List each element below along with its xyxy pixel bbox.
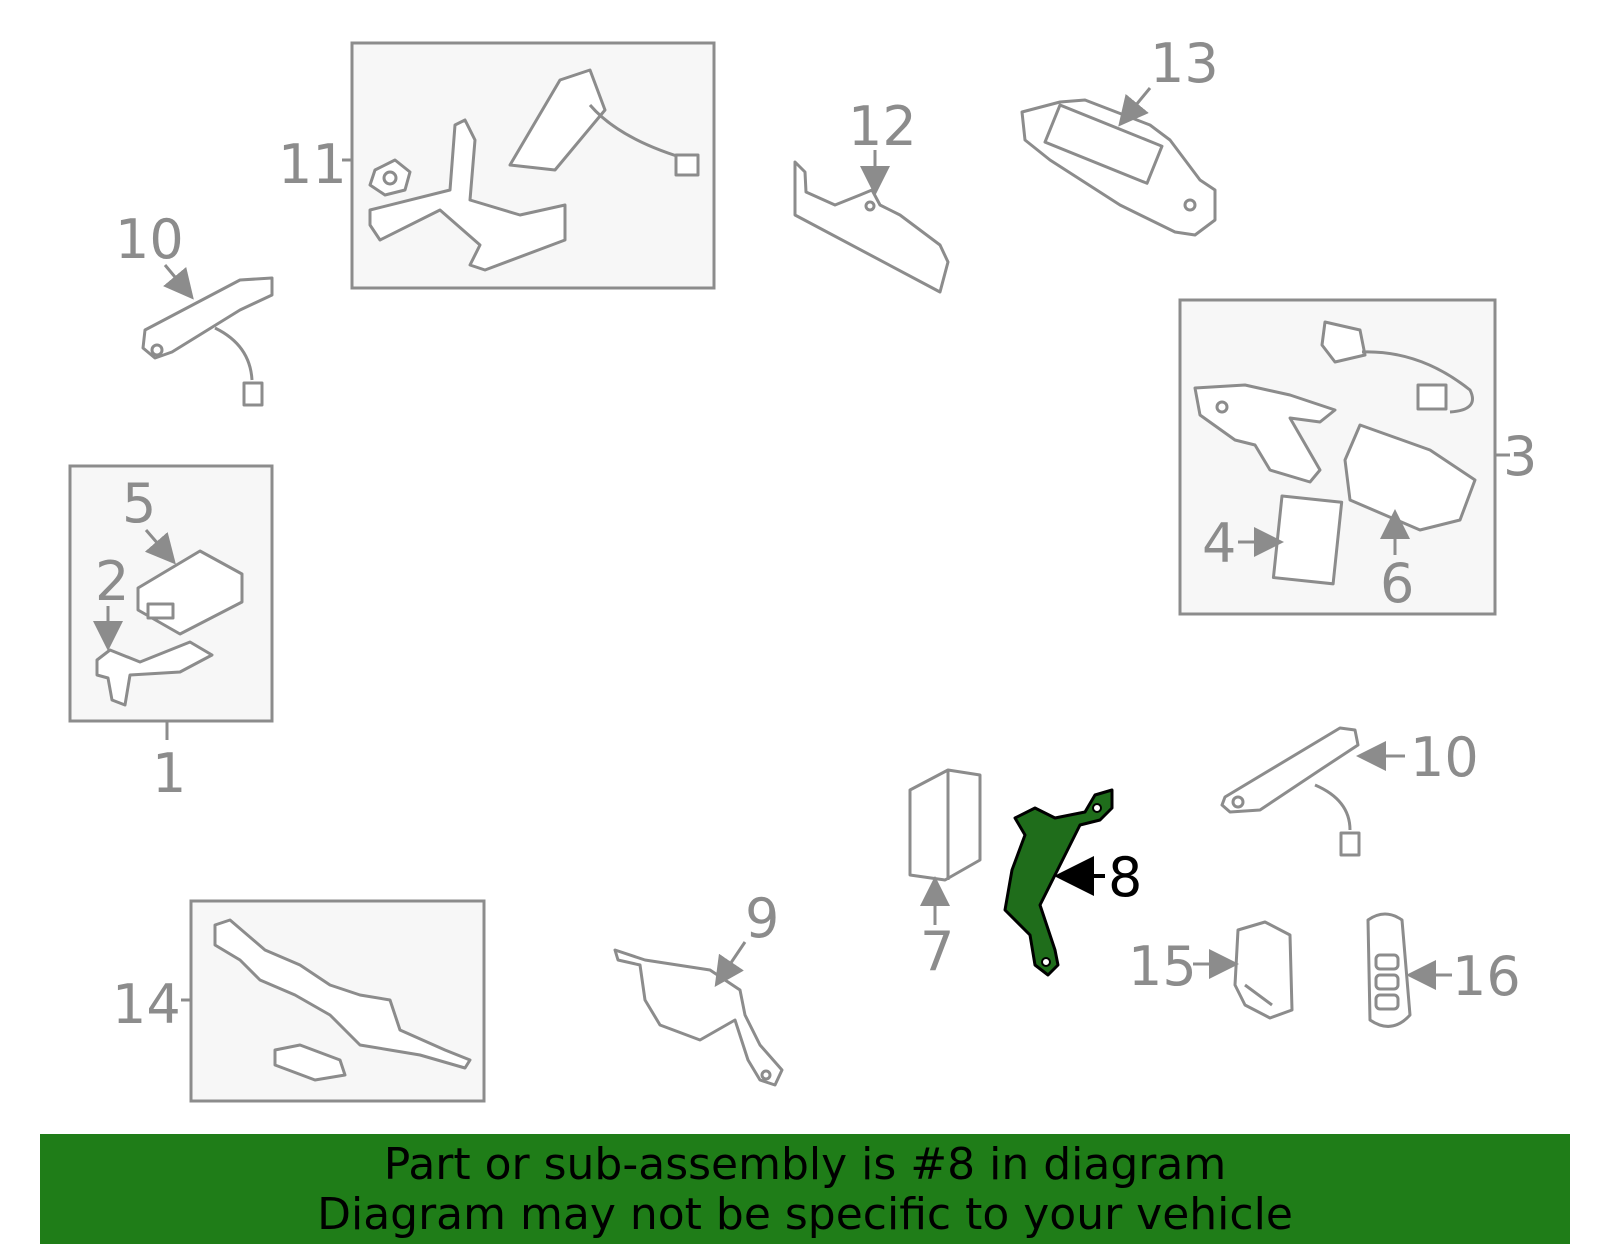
callout-10-right: 10 (1410, 726, 1479, 789)
callout-6: 6 (1380, 552, 1414, 615)
part-10-antenna-left (141, 276, 274, 407)
part-9-bracket (613, 948, 784, 1087)
callout-15: 15 (1128, 935, 1197, 998)
callout-4: 4 (1202, 512, 1236, 575)
part-1-assembly (68, 464, 274, 723)
callout-16: 16 (1452, 945, 1521, 1008)
callout-14: 14 (112, 973, 181, 1036)
callout-1: 1 (152, 742, 186, 805)
callout-12: 12 (848, 95, 917, 158)
part-16-smart-key (1366, 912, 1412, 1028)
part-11-assembly (350, 41, 716, 290)
banner-line-1: Part or sub-assembly is #8 in diagram (383, 1139, 1227, 1190)
banner-line-2: Diagram may not be specific to your vehi… (317, 1189, 1293, 1240)
part-14-assembly (189, 899, 486, 1103)
part-7-module (908, 768, 982, 882)
part-12-bracket (793, 160, 950, 294)
callout-8: 8 (1108, 846, 1142, 909)
callout-11: 11 (278, 133, 347, 196)
callout-2: 2 (95, 550, 129, 613)
part-3-assembly (1178, 298, 1497, 616)
part-10-antenna-right (1220, 726, 1361, 857)
callout-3: 3 (1503, 425, 1537, 488)
callout-5: 5 (122, 472, 156, 535)
callout-13: 13 (1150, 32, 1219, 95)
part-8-bracket-highlighted (1003, 788, 1114, 977)
part-13-antenna (1020, 98, 1217, 237)
callout-10-left: 10 (115, 208, 184, 271)
info-banner: Part or sub-assembly is #8 in diagram Di… (40, 1134, 1570, 1244)
part-15-key-fob (1233, 920, 1294, 1020)
callout-9: 9 (745, 887, 779, 950)
callout-7: 7 (920, 920, 954, 983)
